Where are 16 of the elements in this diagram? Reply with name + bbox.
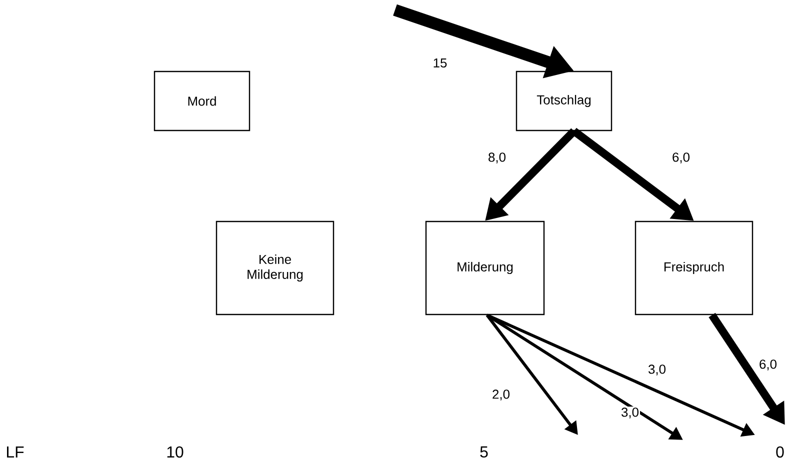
edge-label: 6,0 bbox=[758, 358, 778, 372]
box: Totschlag bbox=[516, 70, 612, 132]
edge-label: 2,0 bbox=[491, 388, 511, 402]
edge-label: 6,0 bbox=[671, 152, 691, 164]
edge-label: 3,0 bbox=[647, 364, 667, 376]
box: Mord bbox=[154, 70, 250, 132]
edge-label: 15 bbox=[432, 57, 448, 68]
scale-label: 10 bbox=[167, 446, 184, 458]
scale-label: 5 bbox=[480, 446, 488, 458]
edge-label: 8,0 bbox=[487, 152, 507, 164]
box: Milderung bbox=[425, 220, 545, 316]
scale-label: LF bbox=[7, 446, 24, 458]
edge-label: 3,0 bbox=[620, 406, 640, 420]
box: Freispruch bbox=[634, 220, 754, 316]
scale-label: 0 bbox=[776, 446, 784, 458]
box: Keine Milderung bbox=[216, 220, 334, 316]
